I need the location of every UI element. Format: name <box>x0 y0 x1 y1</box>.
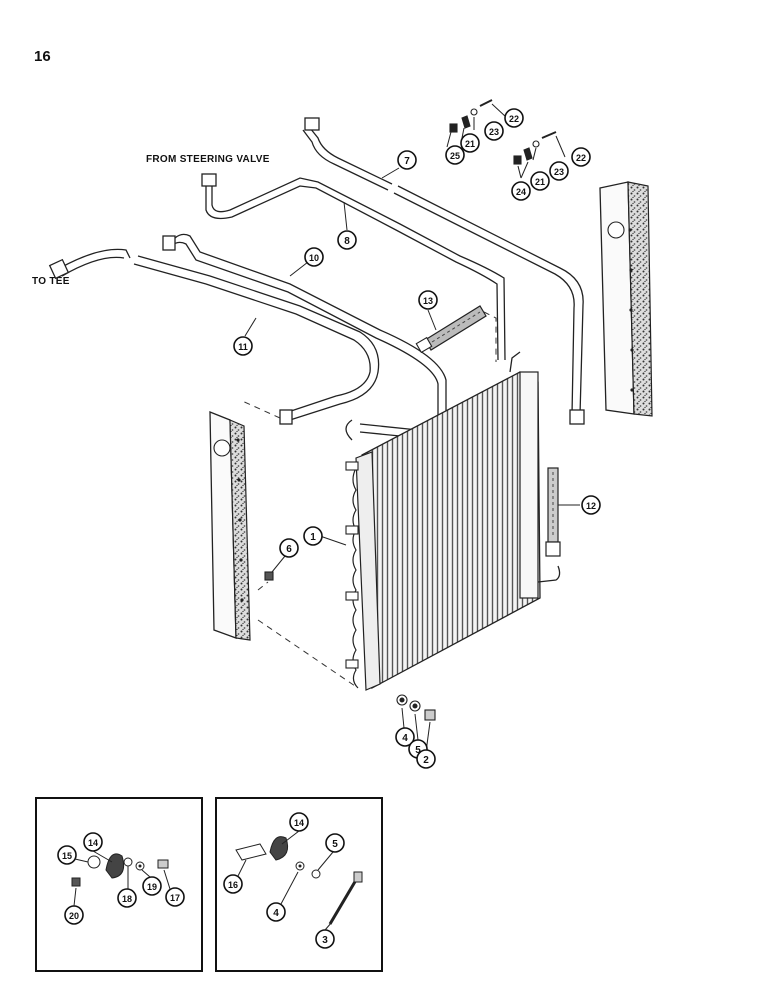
callout-3: 3 <box>315 929 335 949</box>
svg-text:8: 8 <box>344 236 350 247</box>
svg-text:19: 19 <box>147 882 157 892</box>
hardware <box>264 99 557 721</box>
callout-7: 7 <box>397 150 417 170</box>
inset-left <box>35 797 203 972</box>
callout-14-right: 14 <box>289 812 309 832</box>
svg-text:18: 18 <box>122 894 132 904</box>
svg-text:10: 10 <box>309 253 319 263</box>
callout-6: 6 <box>279 538 299 558</box>
svg-text:20: 20 <box>69 911 79 921</box>
label-from-steering-valve: FROM STEERING VALVE <box>146 154 270 165</box>
svg-text:21: 21 <box>465 139 475 149</box>
callout-12: 12 <box>581 495 601 515</box>
svg-text:1: 1 <box>310 532 316 543</box>
hose-13 <box>415 305 487 354</box>
callout-16: 16 <box>223 874 243 894</box>
oil-cooler-core <box>345 351 561 691</box>
svg-text:22: 22 <box>509 114 519 124</box>
tube-8 <box>201 173 506 361</box>
svg-text:3: 3 <box>322 935 328 946</box>
callout-23: 23 <box>484 121 504 141</box>
callout-4: 4 <box>395 727 415 747</box>
left-baffle <box>209 411 251 641</box>
svg-text:4: 4 <box>402 733 408 744</box>
svg-text:16: 16 <box>228 880 238 890</box>
svg-text:4: 4 <box>273 908 279 919</box>
callout-20: 20 <box>64 905 84 925</box>
callout-13: 13 <box>418 290 438 310</box>
svg-text:5: 5 <box>415 745 421 756</box>
callout-1: 1 <box>303 526 323 546</box>
svg-text:6: 6 <box>286 544 292 555</box>
callout-2: 2 <box>416 749 436 769</box>
svg-text:13: 13 <box>423 296 433 306</box>
right-baffle <box>599 181 653 417</box>
label-to-tee: TO TEE <box>32 276 70 287</box>
dashed-guides <box>239 311 497 689</box>
callout-23b: 23 <box>549 161 569 181</box>
callout-18: 18 <box>117 888 137 908</box>
svg-text:23: 23 <box>554 167 564 177</box>
callout-21b: 21 <box>530 171 550 191</box>
svg-text:25: 25 <box>450 151 460 161</box>
callout-14-left: 14 <box>83 832 103 852</box>
svg-text:7: 7 <box>404 156 410 167</box>
svg-text:14: 14 <box>88 838 98 848</box>
callout-10: 10 <box>304 247 324 267</box>
callout-22b: 22 <box>571 147 591 167</box>
callout-19: 19 <box>142 876 162 896</box>
tube-11 <box>48 248 380 425</box>
callout-5-right: 5 <box>325 833 345 853</box>
callout-25: 25 <box>445 145 465 165</box>
hose-12 <box>545 467 561 557</box>
callout-22: 22 <box>504 108 524 128</box>
svg-text:14: 14 <box>294 818 304 828</box>
svg-text:21: 21 <box>535 177 545 187</box>
tube-7 <box>302 117 585 425</box>
callout-24: 24 <box>511 181 531 201</box>
page-number: 16 <box>34 48 51 65</box>
callouts: 1 6 7 8 10 11 12 13 4 5 2 25 21 23 22 24… <box>57 108 601 949</box>
svg-text:12: 12 <box>586 501 596 511</box>
svg-text:24: 24 <box>516 187 526 197</box>
callout-8: 8 <box>337 230 357 250</box>
svg-text:22: 22 <box>576 153 586 163</box>
svg-text:11: 11 <box>238 342 248 352</box>
svg-text:5: 5 <box>332 839 338 850</box>
callout-17: 17 <box>165 887 185 907</box>
callout-11: 11 <box>233 336 253 356</box>
svg-text:17: 17 <box>170 893 180 903</box>
callout-21: 21 <box>460 133 480 153</box>
svg-text:15: 15 <box>62 851 72 861</box>
inset-right <box>215 797 383 972</box>
svg-text:2: 2 <box>423 755 429 766</box>
callout-15: 15 <box>57 845 77 865</box>
callout-4-right: 4 <box>266 902 286 922</box>
svg-text:23: 23 <box>489 127 499 137</box>
